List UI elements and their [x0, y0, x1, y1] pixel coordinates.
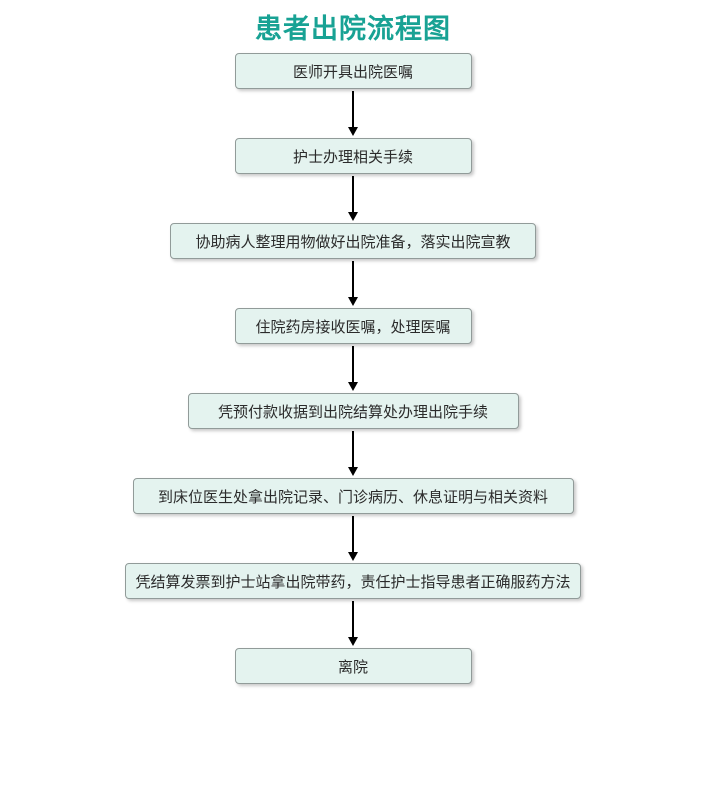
flow-step-box: 护士办理相关手续: [234, 138, 472, 174]
flowchart: 医师开具出院医嘱护士办理相关手续协助病人整理用物做好出院准备，落实出院宣教住院药…: [0, 53, 706, 684]
down-arrow: [348, 259, 358, 308]
arrow-line: [352, 431, 354, 467]
flow-step-label: 护士办理相关手续: [292, 147, 413, 166]
arrow-line: [352, 516, 354, 552]
flow-step-label: 医师开具出院医嘱: [292, 62, 413, 81]
arrow-head-icon: [348, 467, 358, 476]
flow-step-box: 离院: [234, 648, 472, 684]
arrow-head-icon: [348, 382, 358, 391]
down-arrow: [348, 344, 358, 393]
arrow-head-icon: [348, 297, 358, 306]
arrow-line: [352, 261, 354, 297]
down-arrow: [348, 514, 358, 563]
arrow-head-icon: [348, 212, 358, 221]
flow-step-label: 住院药房接收医嘱，处理医嘱: [255, 317, 451, 336]
arrow-line: [352, 91, 354, 127]
arrow-line: [352, 346, 354, 382]
down-arrow: [348, 599, 358, 648]
arrow-line: [352, 601, 354, 637]
arrow-head-icon: [348, 127, 358, 136]
flow-step-label: 到床位医生处拿出院记录、门诊病历、休息证明与相关资料: [157, 487, 548, 506]
flow-step-box: 到床位医生处拿出院记录、门诊病历、休息证明与相关资料: [132, 478, 574, 514]
down-arrow: [348, 429, 358, 478]
down-arrow: [348, 89, 358, 138]
flow-step-label: 协助病人整理用物做好出院准备，落实出院宣教: [195, 232, 511, 251]
flow-step-box: 住院药房接收医嘱，处理医嘱: [234, 308, 472, 344]
down-arrow: [348, 174, 358, 223]
flow-step-box: 凭结算发票到护士站拿出院带药，责任护士指导患者正确服药方法: [125, 563, 581, 599]
flow-step-label: 凭预付款收据到出院结算处办理出院手续: [217, 402, 488, 421]
flow-step-box: 协助病人整理用物做好出院准备，落实出院宣教: [170, 223, 536, 259]
arrow-line: [352, 176, 354, 212]
flow-step-label: 离院: [337, 657, 368, 676]
arrow-head-icon: [348, 552, 358, 561]
flow-step-box: 凭预付款收据到出院结算处办理出院手续: [187, 393, 519, 429]
flow-step-label: 凭结算发票到护士站拿出院带药，责任护士指导患者正确服药方法: [135, 572, 571, 591]
arrow-head-icon: [348, 637, 358, 646]
flow-step-box: 医师开具出院医嘱: [234, 53, 472, 89]
page-title: 患者出院流程图: [255, 14, 451, 45]
